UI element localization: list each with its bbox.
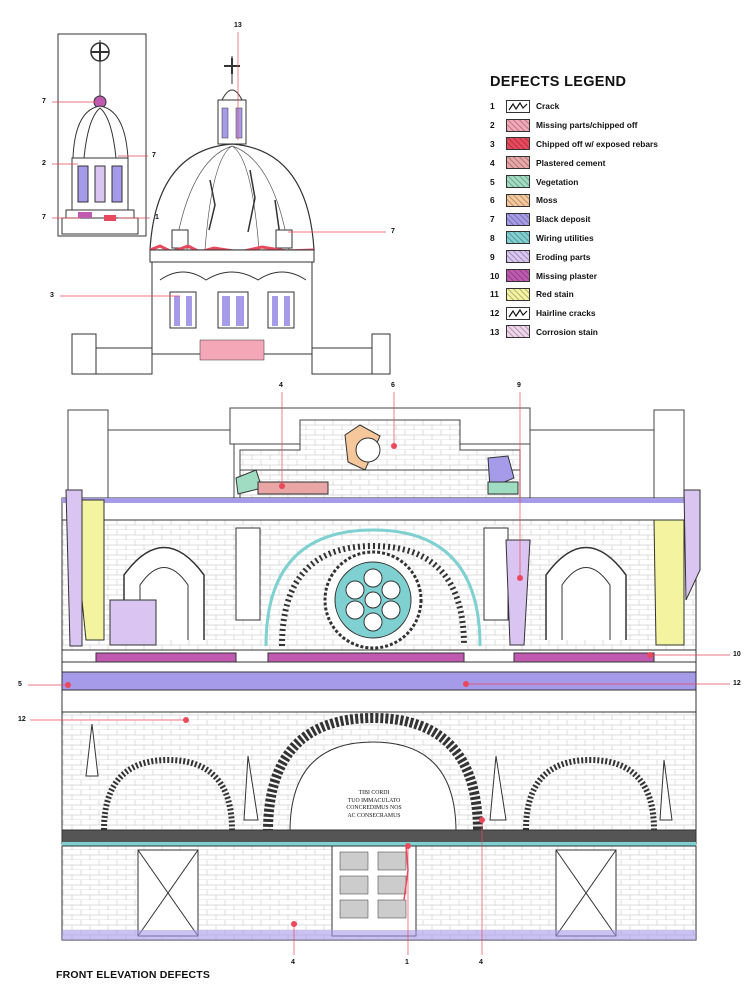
- inscription-line: TUO IMMACULATO: [347, 797, 401, 804]
- legend-swatch: [506, 325, 530, 339]
- legend-label: Missing plaster: [536, 270, 597, 281]
- hairline-crack-icon: [506, 306, 530, 320]
- legend-number: 10: [490, 270, 500, 281]
- legend-item: 6 Moss: [490, 191, 740, 210]
- legend-swatch: [506, 269, 530, 283]
- callout-bottom-4a: 4: [291, 959, 295, 966]
- legend-swatch: [506, 212, 530, 226]
- crack-icon: [506, 99, 530, 113]
- legend-item: 2 Missing parts/chipped off: [490, 116, 740, 135]
- callout-bottom-4b: 4: [479, 959, 483, 966]
- callout-facade-10: 10: [733, 651, 741, 658]
- legend-swatch: [506, 250, 530, 264]
- legend-number: 8: [490, 232, 495, 243]
- legend-item: 12 Hairline cracks: [490, 304, 740, 323]
- callout-facade-6: 6: [391, 382, 395, 389]
- callout-dome-7c: 7: [42, 214, 46, 221]
- legend-number: 1: [490, 101, 495, 112]
- defect-markers: [65, 443, 653, 927]
- callout-facade-5: 5: [18, 681, 22, 688]
- legend-number: 11: [490, 289, 499, 300]
- callout-dome-2: 2: [42, 160, 46, 167]
- legend-item: 13 Corrosion stain: [490, 323, 740, 342]
- legend-item: 10 Missing plaster: [490, 266, 740, 285]
- legend-item: 9 Eroding parts: [490, 247, 740, 266]
- legend-number: 9: [490, 251, 495, 262]
- legend-swatch: [506, 231, 530, 245]
- inscription-line: CONCREDIMUS NOS: [346, 805, 402, 812]
- inscription-line: AC CONSECRAMUS: [347, 812, 401, 819]
- legend-label: Vegetation: [536, 176, 579, 187]
- legend-swatch: [506, 137, 530, 151]
- legend-item: 8 Wiring utilities: [490, 229, 740, 248]
- legend-number: 2: [490, 120, 495, 131]
- dome: [71, 56, 391, 375]
- legend-label: Crack: [536, 101, 560, 112]
- legend-number: 7: [490, 214, 495, 225]
- callout-dome-7a: 7: [42, 98, 46, 105]
- callout-dome-1: 1: [155, 214, 159, 221]
- lantern-inset: [57, 33, 147, 237]
- legend-label: Black deposit: [536, 214, 591, 225]
- legend-swatch: [506, 193, 530, 207]
- callout-dome-13: 13: [234, 22, 242, 29]
- legend-list: 1 Crack 2 Missing parts/chipped off 3 Chipped…: [490, 97, 740, 341]
- defects-legend: DEFECTS LEGEND 1 Crack 2 Missing parts/chip…: [490, 74, 740, 341]
- legend-number: 12: [490, 308, 500, 319]
- legend-number: 4: [490, 157, 495, 168]
- legend-label: Missing parts/chipped off: [536, 120, 638, 131]
- legend-label: Plastered cement: [536, 157, 606, 168]
- legend-swatch: [506, 175, 530, 189]
- door-inscription: TIBI CORDI TUO IMMACULATO CONCREDIMUS NO…: [332, 790, 416, 820]
- legend-item: 11 Red stain: [490, 285, 740, 304]
- legend-label: Moss: [536, 195, 558, 206]
- legend-swatch: [506, 287, 530, 301]
- legend-title: DEFECTS LEGEND: [490, 74, 627, 90]
- drawing-title: FRONT ELEVATION DEFECTS: [56, 969, 211, 981]
- legend-swatch: [506, 156, 530, 170]
- legend-label: Eroding parts: [536, 251, 591, 262]
- legend-label: Wiring utilities: [536, 232, 594, 243]
- legend-number: 5: [490, 176, 495, 187]
- legend-item: 4 Plastered cement: [490, 153, 740, 172]
- legend-item: 5 Vegetation: [490, 172, 740, 191]
- legend-item: 1 Crack: [490, 97, 740, 116]
- inscription-line: TIBI CORDI: [358, 790, 390, 796]
- callout-dome-3: 3: [50, 292, 54, 299]
- legend-label: Red stain: [536, 289, 574, 300]
- legend-item: 3 Chipped off w/ exposed rebars: [490, 135, 740, 154]
- leader-lines: [28, 32, 730, 955]
- front-facade: [61, 407, 701, 941]
- legend-number: 6: [490, 195, 495, 206]
- legend-label: Chipped off w/ exposed rebars: [536, 138, 658, 149]
- callout-facade-12b: 12: [18, 716, 26, 723]
- legend-label: Corrosion stain: [536, 326, 598, 337]
- callout-facade-4-top: 4: [279, 382, 283, 389]
- callout-facade-9: 9: [517, 382, 521, 389]
- callout-bottom-1: 1: [405, 959, 409, 966]
- callout-dome-7d: 7: [391, 228, 395, 235]
- legend-number: 13: [490, 326, 500, 337]
- legend-swatch: [506, 118, 530, 132]
- callout-facade-12a: 12: [733, 680, 741, 687]
- legend-item: 7 Black deposit: [490, 210, 740, 229]
- legend-label: Hairline cracks: [536, 308, 596, 319]
- callout-dome-7b: 7: [152, 152, 156, 159]
- legend-number: 3: [490, 138, 495, 149]
